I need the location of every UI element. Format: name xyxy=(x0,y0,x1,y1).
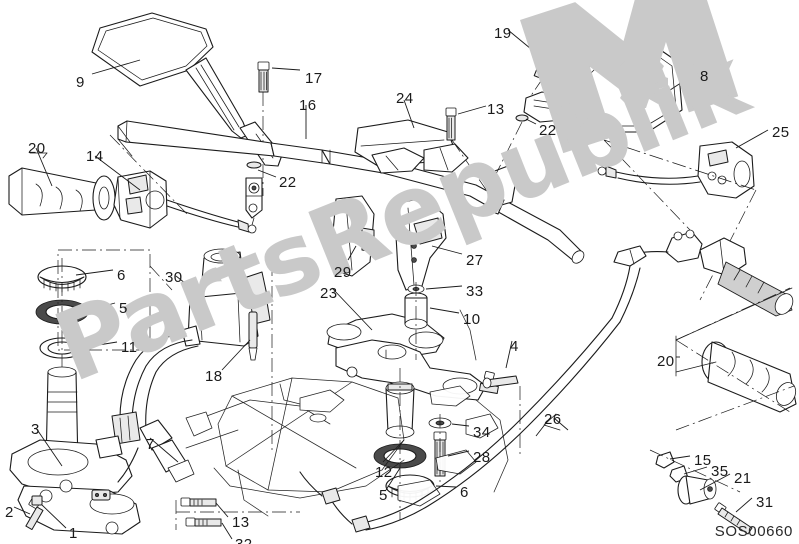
callout-number-22: 22 xyxy=(539,122,557,139)
callout-number-32: 32 xyxy=(235,536,253,544)
callout-number-25: 25 xyxy=(772,124,790,141)
callout-number-33: 33 xyxy=(466,283,484,300)
part-bolt-19 xyxy=(533,46,551,80)
part-handlebar-16 xyxy=(117,120,585,264)
part-brake-master-right xyxy=(611,229,703,323)
diagram-code: SOS00660 xyxy=(714,523,793,540)
callout-number-21: 21 xyxy=(734,470,752,487)
part-clamp-22-left xyxy=(245,161,263,219)
part-cable-end-right xyxy=(597,165,617,179)
part-switch-25-right xyxy=(697,141,755,199)
callout-number-27: 27 xyxy=(466,252,484,269)
callout-number-26: 26 xyxy=(544,411,562,428)
callout-number-22: 22 xyxy=(279,174,297,191)
part-lower-triple-clamp-3 xyxy=(9,439,141,535)
leader-lines xyxy=(13,29,769,540)
callout-number-31: 31 xyxy=(756,494,774,511)
part-cover-29 xyxy=(332,195,375,277)
part-grip-20-right-heated xyxy=(699,237,794,317)
callout-number-23: 23 xyxy=(320,285,338,302)
callout-number-30: 30 xyxy=(165,269,183,286)
part-cover-24 xyxy=(354,119,469,174)
callout-number-24: 24 xyxy=(396,90,414,107)
callout-number-6: 6 xyxy=(117,267,126,284)
part-frame-background xyxy=(185,309,509,517)
callout-number-4: 4 xyxy=(510,338,519,355)
callout-number-8: 8 xyxy=(700,68,709,85)
callout-number-2: 2 xyxy=(5,504,14,521)
callout-number-1: 1 xyxy=(69,525,78,542)
callout-number-10: 10 xyxy=(463,311,481,328)
part-cable-end-left xyxy=(237,219,257,234)
callout-number-13: 13 xyxy=(487,101,505,118)
callout-number-16: 16 xyxy=(299,97,317,114)
part-grip-20-left xyxy=(8,167,116,221)
part-bolt-13-upper xyxy=(445,107,457,141)
part-nut-1 xyxy=(31,495,43,506)
callout-number-34: 34 xyxy=(473,424,491,441)
callout-number-5: 5 xyxy=(379,487,388,504)
part-clamp-22-right xyxy=(487,114,529,215)
callout-number-12: 12 xyxy=(375,464,393,481)
callout-number-11: 11 xyxy=(121,339,138,356)
part-cover-27 xyxy=(395,197,447,291)
callout-number-19: 19 xyxy=(494,25,512,42)
part-bar-end-21 xyxy=(677,475,717,505)
part-brake-lines-26 xyxy=(299,317,621,533)
part-switch-14-left xyxy=(113,170,168,229)
part-bolt-31 xyxy=(714,502,753,535)
part-bolt-32 xyxy=(185,517,222,527)
part-bolt-4-right xyxy=(478,370,519,395)
callout-number-9: 9 xyxy=(76,74,85,91)
callout-number-7: 7 xyxy=(146,436,155,453)
callout-number-17: 17 xyxy=(305,70,323,87)
callout-number-18: 18 xyxy=(205,368,223,385)
callout-number-15: 15 xyxy=(694,452,712,469)
callout-number-5: 5 xyxy=(119,300,128,317)
callout-number-28: 28 xyxy=(473,449,491,466)
part-grip-20-right-rubber xyxy=(701,341,797,413)
part-bolt-13-lower xyxy=(180,497,217,507)
callout-number-35: 35 xyxy=(711,463,729,480)
callout-number-14: 14 xyxy=(86,148,104,165)
callout-number-20: 20 xyxy=(28,140,46,157)
guide-box-bearings xyxy=(57,249,151,351)
callout-number-3: 3 xyxy=(31,421,40,438)
part-bolt-17 xyxy=(257,61,270,93)
callout-number-29: 29 xyxy=(334,264,352,281)
callout-number-13: 13 xyxy=(232,514,250,531)
callout-number-6: 6 xyxy=(460,484,469,501)
part-wiring-7 xyxy=(95,333,199,483)
part-key-18 xyxy=(248,311,258,361)
part-bushing-15 xyxy=(655,451,675,469)
part-mirror-right xyxy=(523,39,683,133)
callout-number-20: 20 xyxy=(657,353,675,370)
